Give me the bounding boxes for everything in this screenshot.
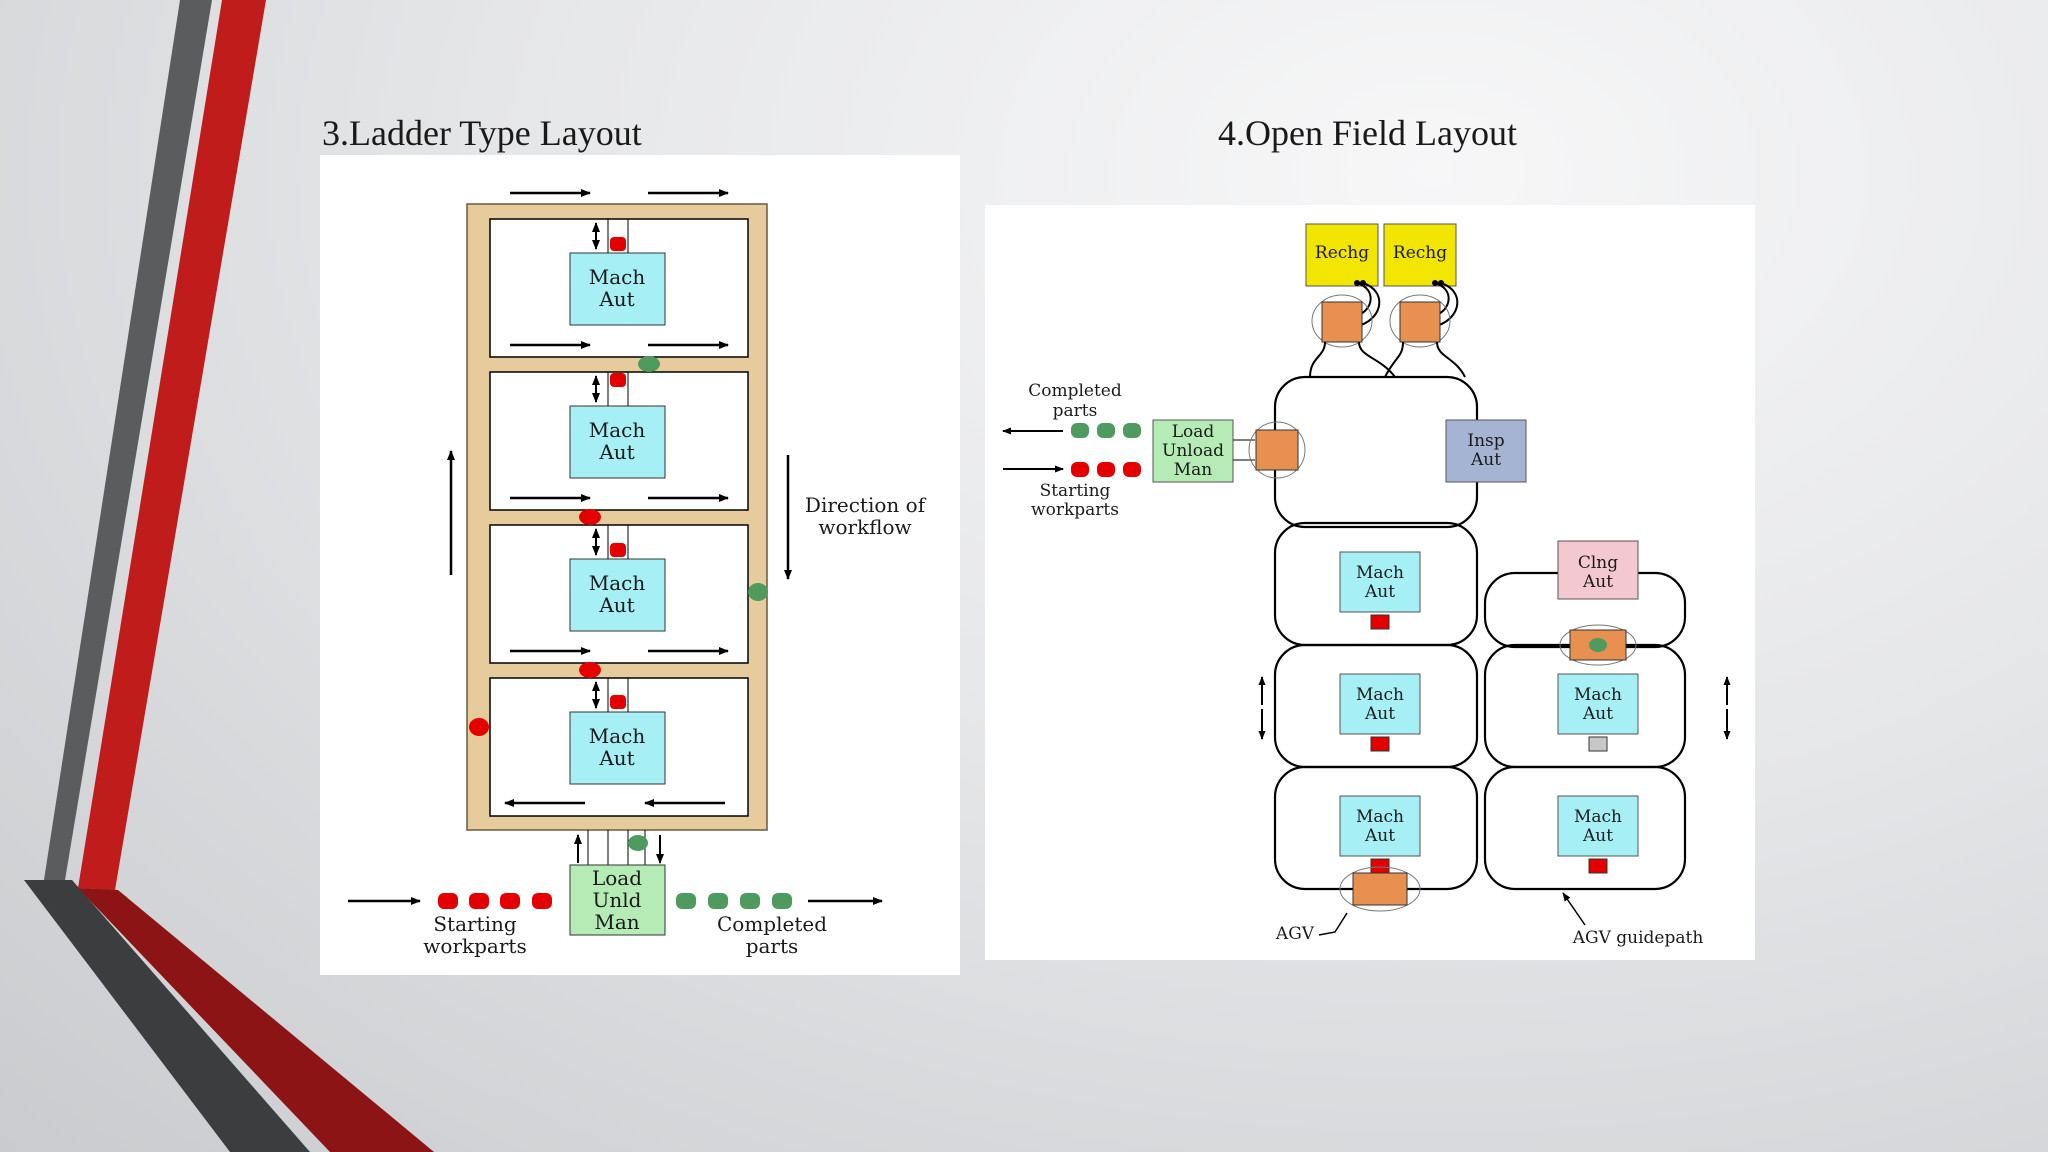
load-unload-station	[1152, 419, 1234, 483]
empty-slot	[1588, 736, 1608, 752]
machine-station: Mach Aut	[1557, 673, 1639, 752]
red-part	[1370, 858, 1390, 874]
inspection-station	[1445, 419, 1527, 483]
red-part	[1588, 858, 1608, 874]
red-part	[469, 718, 489, 736]
starting-label: workparts	[1031, 500, 1119, 520]
machine-label: Aut	[598, 593, 634, 617]
completed-parts	[676, 893, 792, 909]
open-field-layout-diagram: Rechg Rechg Completed parts Star	[985, 205, 1755, 960]
load-label: Unld	[593, 888, 642, 912]
track-flow-arrows	[447, 189, 792, 807]
machine-station: Mach Aut	[1339, 673, 1421, 752]
machine-label: Mach	[589, 571, 646, 595]
insp-label: Insp	[1467, 431, 1504, 451]
recharge-station: Rechg	[1383, 223, 1459, 348]
red-part	[579, 509, 601, 525]
starting-label: Starting	[433, 912, 517, 936]
red-part	[610, 237, 626, 251]
ladder-cell: Mach Aut	[489, 218, 749, 358]
ladder-layout-diagram: Mach Aut Mach Aut Mach Aut Mach Aut	[320, 155, 960, 975]
machine-label: Aut	[598, 746, 634, 770]
rechg-label: Rechg	[1393, 243, 1447, 263]
machine-station: Mach Aut	[1339, 551, 1421, 630]
machine-label: Mach	[589, 724, 646, 748]
green-part	[748, 583, 768, 601]
red-part	[579, 662, 601, 678]
green-part	[1589, 638, 1607, 652]
machine-label: Mach	[589, 265, 646, 289]
load-label: Man	[1174, 460, 1213, 480]
machine-label: Mach	[1356, 563, 1404, 583]
ladder-layout-title: 3.Ladder Type Layout	[322, 113, 642, 153]
agv-guidepath-label: AGV guidepath	[1572, 928, 1704, 948]
ladder-cell: Mach Aut	[489, 677, 749, 817]
machine-label: Aut	[598, 440, 634, 464]
red-part	[610, 543, 626, 557]
machine-box	[569, 558, 666, 632]
red-part	[1370, 614, 1390, 630]
machine-label: Aut	[1582, 826, 1613, 846]
agv	[1321, 301, 1363, 343]
clng-label: Aut	[1582, 572, 1613, 592]
open-field-layout-title: 4.Open Field Layout	[1218, 113, 1517, 153]
machine-label: Aut	[1364, 826, 1395, 846]
load-unload-station	[569, 864, 666, 936]
agv	[1352, 872, 1408, 906]
starting-parts	[438, 893, 552, 909]
starting-label: workparts	[423, 934, 526, 958]
machine-label: Mach	[1574, 807, 1622, 827]
machine-station: Mach Aut	[1557, 795, 1639, 874]
insp-label: Aut	[1470, 450, 1501, 470]
red-part	[610, 373, 626, 387]
machine-box	[569, 711, 666, 785]
load-label: Load	[1172, 422, 1215, 442]
completed-label: parts	[1053, 401, 1098, 421]
red-part	[610, 695, 626, 709]
red-part	[1370, 736, 1390, 752]
machine-label: Mach	[1574, 685, 1622, 705]
green-part	[628, 835, 648, 851]
agv-label: AGV	[1275, 924, 1315, 944]
direction-label: Direction of	[805, 493, 927, 517]
load-label: Load	[592, 866, 642, 890]
rechg-label: Rechg	[1315, 243, 1369, 263]
machine-label: Aut	[1582, 704, 1613, 724]
load-label: Man	[594, 910, 639, 934]
direction-label: workflow	[818, 515, 911, 539]
machine-label: Mach	[1356, 807, 1404, 827]
completed-parts	[1071, 423, 1141, 438]
machine-label: Mach	[1356, 685, 1404, 705]
machine-box	[569, 252, 666, 326]
green-part	[638, 356, 660, 372]
ladder-cell: Mach Aut	[489, 371, 749, 511]
starting-label: Starting	[1040, 481, 1111, 501]
agv	[1399, 301, 1441, 343]
agv	[1255, 429, 1299, 471]
recharge-station: Rechg	[1305, 223, 1381, 348]
machine-label: Mach	[589, 418, 646, 442]
starting-parts	[1071, 462, 1141, 477]
completed-label: parts	[746, 934, 799, 958]
machine-label: Aut	[1364, 704, 1395, 724]
machine-station: Mach Aut	[1339, 795, 1421, 874]
machine-label: Aut	[598, 287, 634, 311]
machine-label: Aut	[1364, 582, 1395, 602]
cleaning-station	[1557, 540, 1639, 600]
clng-label: Clng	[1578, 553, 1618, 573]
ladder-cell: Mach Aut	[489, 524, 749, 664]
load-label: Unload	[1162, 441, 1224, 461]
machine-box	[569, 405, 666, 479]
completed-label: Completed	[717, 912, 827, 936]
completed-label: Completed	[1028, 381, 1122, 401]
